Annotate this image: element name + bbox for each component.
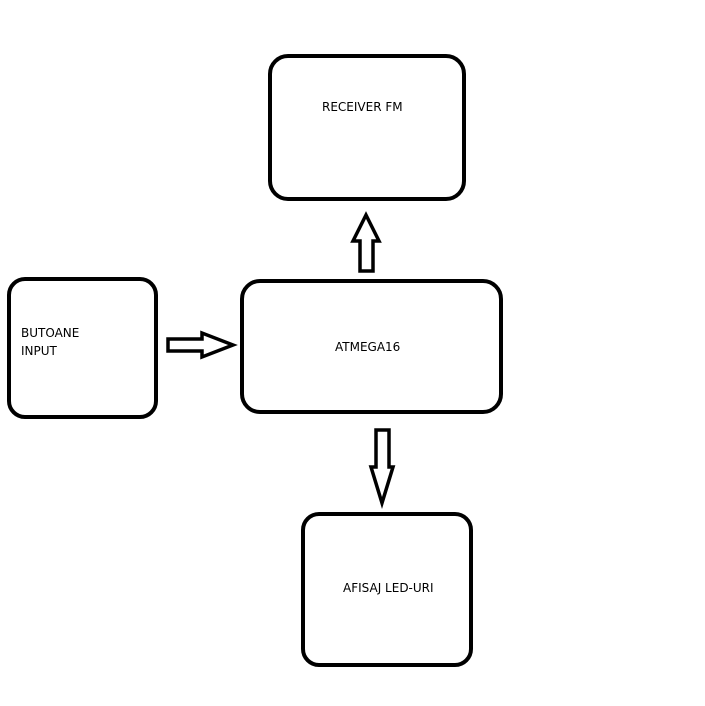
receiver-fm-block: RECEIVER FM [268,54,466,201]
butoane-input-box [7,277,158,419]
afisaj-led-box [301,512,473,667]
afisaj-led-label: AFISAJ LED-URI [343,581,434,595]
atmega16-box [240,279,503,414]
arrow-mcu-to-display [368,428,396,509]
receiver-fm-box [268,54,466,201]
butoane-input-block: BUTOANE INPUT [7,277,158,419]
receiver-fm-label: RECEIVER FM [322,100,403,114]
arrow-buttons-to-mcu [166,330,238,360]
atmega16-label: ATMEGA16 [335,340,400,354]
butoane-input-label-line2: INPUT [21,344,58,358]
afisaj-led-block: AFISAJ LED-URI [301,512,473,667]
atmega16-block: ATMEGA16 [240,279,503,414]
arrow-mcu-to-receiver [350,211,382,273]
butoane-input-label-line1: BUTOANE [21,326,79,340]
